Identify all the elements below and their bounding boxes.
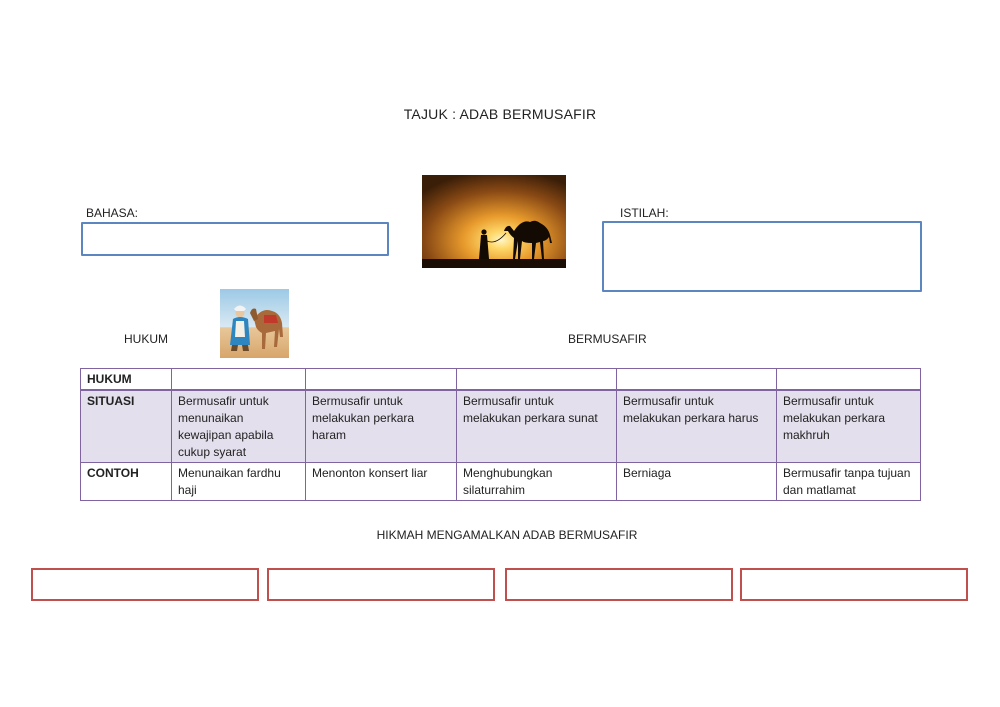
situasi-cell: Bermusafir untuk melakukan perkara makhr… (776, 389, 921, 463)
table-row-situasi: SITUASI Bermusafir untuk menunaikan kewa… (80, 389, 921, 463)
situasi-cell: Bermusafir untuk melakukan perkara harus (616, 389, 777, 463)
hukum-label: HUKUM (124, 332, 168, 346)
situasi-cell: Bermusafir untuk melakukan perkara sunat (456, 389, 617, 463)
hukum-table: HUKUM SITUASI Bermusafir untuk menunaika… (80, 368, 921, 501)
situasi-cell: Bermusafir untuk menunaikan kewajipan ap… (171, 389, 306, 463)
istilah-label: ISTILAH: (620, 206, 669, 220)
hukum-answer-cell[interactable] (776, 368, 921, 391)
situasi-cell: Bermusafir untuk melakukan perkara haram (305, 389, 457, 463)
row-header-contoh: CONTOH (80, 462, 172, 501)
page-title: TAJUK : ADAB BERMUSAFIR (403, 106, 597, 122)
bermusafir-label: BERMUSAFIR (568, 332, 647, 346)
traveller-camel-image (220, 289, 289, 358)
hikmah-answer-box-1[interactable] (31, 568, 259, 601)
hukum-answer-cell[interactable] (616, 368, 777, 391)
contoh-cell: Menunaikan fardhu haji (171, 462, 306, 501)
table-row-hukum: HUKUM (80, 368, 921, 391)
table-row-contoh: CONTOH Menunaikan fardhu haji Menonton k… (80, 462, 921, 501)
camel-sunset-image (422, 175, 566, 268)
contoh-cell: Berniaga (616, 462, 777, 501)
row-header-situasi: SITUASI (80, 389, 172, 463)
row-header-hukum: HUKUM (80, 368, 172, 391)
hukum-answer-cell[interactable] (456, 368, 617, 391)
hikmah-label: HIKMAH MENGAMALKAN ADAB BERMUSAFIR (376, 528, 638, 542)
hikmah-answer-box-2[interactable] (267, 568, 495, 601)
bahasa-label: BAHASA: (86, 206, 139, 220)
hikmah-answer-box-3[interactable] (505, 568, 733, 601)
hukum-answer-cell[interactable] (305, 368, 457, 391)
hikmah-answer-box-4[interactable] (740, 568, 968, 601)
contoh-cell: Bermusafir tanpa tujuan dan matlamat (776, 462, 921, 501)
contoh-cell: Menghubungkan silaturrahim (456, 462, 617, 501)
bahasa-answer-box[interactable] (81, 222, 389, 256)
hukum-answer-cell[interactable] (171, 368, 306, 391)
contoh-cell: Menonton konsert liar (305, 462, 457, 501)
istilah-answer-box[interactable] (602, 221, 922, 292)
